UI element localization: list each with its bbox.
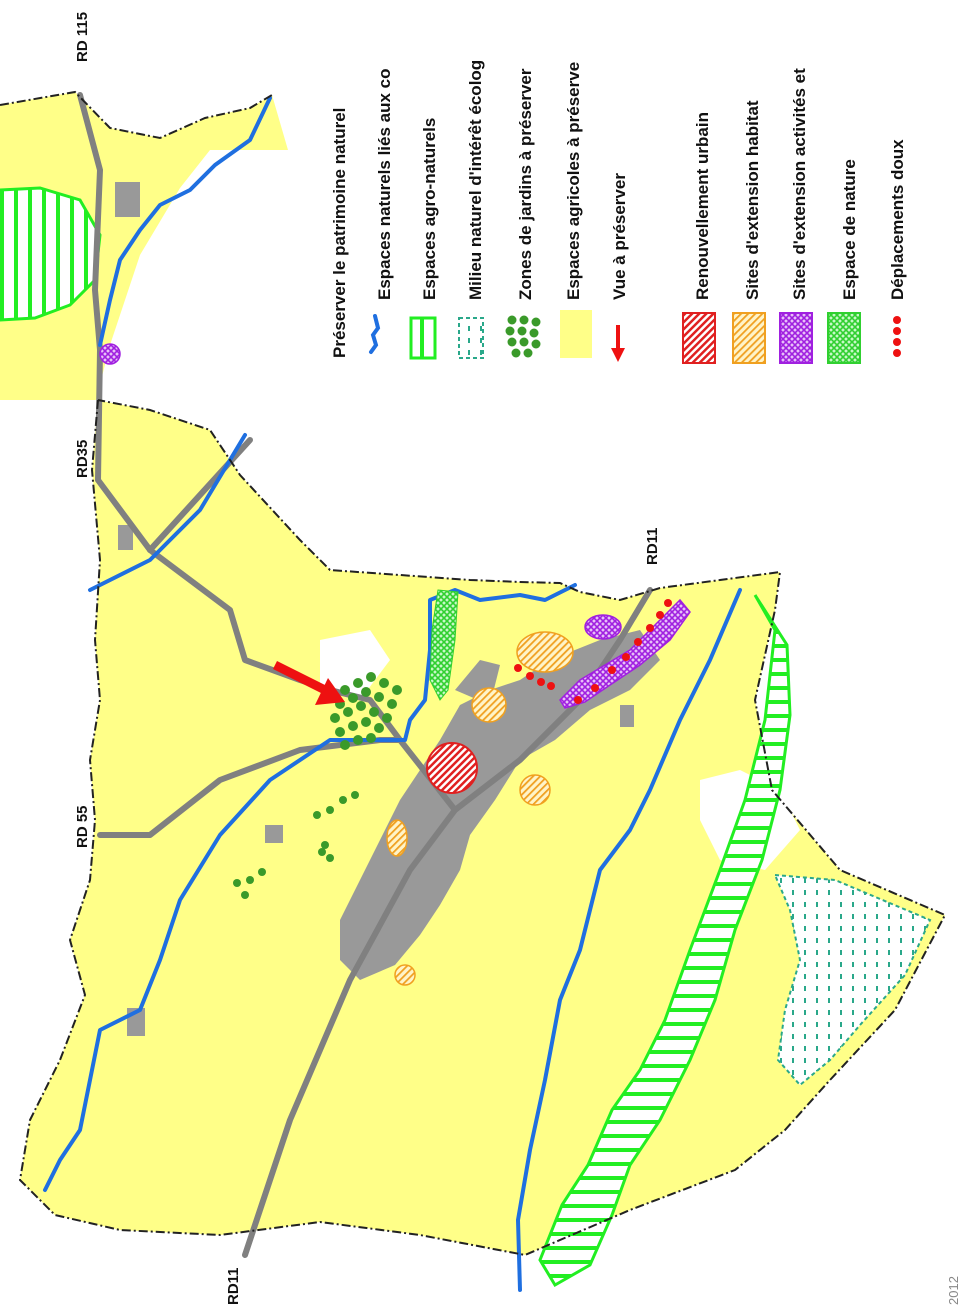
legend-label-view: Vue à préserver (610, 173, 629, 300)
yellow-swatch (560, 310, 592, 358)
legend-label-urban-renewal: Renouvellement urbain (693, 112, 712, 300)
red-dots-swatch (893, 316, 901, 357)
map-legend: Préserver le patrimoine naturel Espaces … (330, 60, 907, 364)
legend-label-soft-mobility: Déplacements doux (888, 139, 907, 300)
view-arrow (272, 660, 345, 705)
road-label-rd115: RD 115 (74, 12, 91, 62)
orange-hatch-swatch (732, 312, 766, 364)
legend-label-ecological: Milieu naturel d'intérêt écolog (466, 60, 485, 300)
river-network (43, 96, 742, 1292)
urban-area (340, 630, 660, 980)
building (115, 182, 140, 217)
green-hatch-swatch (409, 316, 437, 360)
teal-dashed-swatch (458, 317, 484, 359)
garden-dots-swatch (505, 315, 541, 358)
road-label-rd11-east: RD11 (644, 527, 661, 565)
commune-boundary (0, 90, 947, 1257)
legend-heading: Préserver le patrimoine naturel (330, 108, 349, 358)
purple-hatch-swatch (779, 312, 813, 364)
legend-label-agro-natural: Espaces agro-naturels (420, 118, 439, 300)
green-crosshatch-swatch (827, 312, 861, 364)
legend-label-natural-corridors: Espaces naturels liés aux co (375, 68, 394, 300)
nature-space (429, 589, 459, 701)
non-agricultural-gap (320, 630, 390, 700)
legend-label-housing-extension: Sites d'extension habitat (743, 100, 762, 300)
garden-zones (233, 672, 402, 899)
legend-label-agricultural: Espaces agricoles à préserve (564, 62, 583, 300)
building (265, 825, 283, 843)
urban-renewal-site (426, 742, 478, 794)
road-label-rd11-west: RD11 (225, 1267, 242, 1305)
road-label-rd35: RD35 (74, 440, 91, 478)
legend-label-nature-space: Espace de nature (840, 159, 859, 300)
legend-label-activity-extension: Sites d'extension activités et (790, 68, 809, 300)
river-line-swatch (369, 314, 381, 354)
housing-extension-sites (386, 631, 574, 986)
ecological-area (773, 873, 932, 1087)
building (118, 525, 133, 550)
map-year: 2012 (946, 1276, 961, 1305)
soft-mobility-route (514, 599, 672, 704)
red-arrow-swatch (611, 325, 625, 362)
red-hatch-swatch (682, 312, 716, 364)
building (620, 705, 634, 727)
road-label-rd55: RD 55 (74, 805, 91, 848)
legend-label-gardens: Zones de jardins à préserver (516, 68, 535, 300)
agro-natural-band (538, 594, 792, 1288)
